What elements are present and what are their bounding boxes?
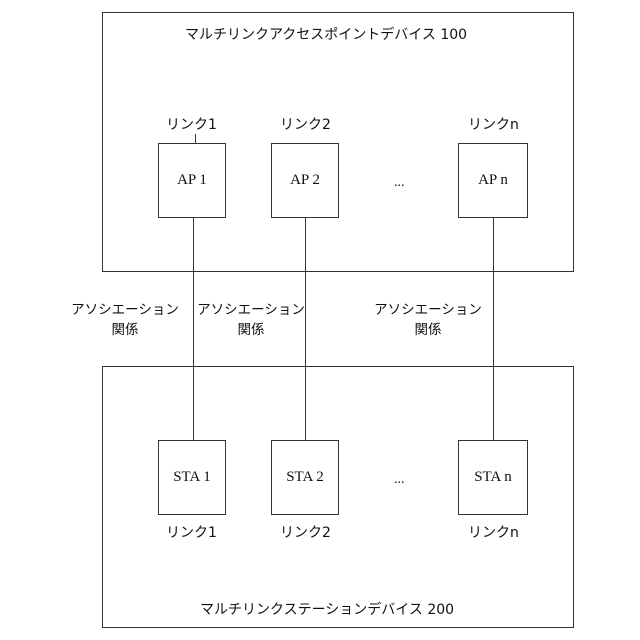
ap-node-2: AP 2 [271, 143, 339, 218]
ap-link-label-1: リンク1 [166, 118, 217, 132]
ap-ellipsis: ... [394, 176, 405, 190]
association-label-n-line1: アソシエーション [366, 301, 490, 321]
sta-link-label-n: リンクn [468, 526, 519, 540]
ap-device-title: マルチリンクアクセスポイントデバイス 100 [185, 28, 467, 42]
ap-device-frame [102, 12, 574, 272]
sta-link-label-2: リンク2 [280, 526, 331, 540]
association-label-1: アソシエーション 関係 [60, 301, 190, 340]
association-label-1-line2: 関係 [60, 321, 190, 341]
association-label-n: アソシエーション 関係 [366, 301, 490, 340]
sta-ellipsis: ... [394, 473, 405, 487]
ap-link-label-n: リンクn [468, 118, 519, 132]
association-label-2-line2: 関係 [196, 321, 306, 341]
association-label-2: アソシエーション 関係 [196, 301, 306, 340]
sta-node-n: STA n [458, 440, 528, 515]
sta-node-2: STA 2 [271, 440, 339, 515]
sta-node-1: STA 1 [158, 440, 226, 515]
sta-device-title: マルチリンクステーションデバイス 200 [200, 603, 454, 617]
ap-node-1: AP 1 [158, 143, 226, 218]
association-line-1 [193, 218, 194, 440]
sta-link-label-1: リンク1 [166, 526, 217, 540]
association-line-n [493, 218, 494, 440]
ap-node-n: AP n [458, 143, 528, 218]
association-label-n-line2: 関係 [366, 321, 490, 341]
association-label-2-line1: アソシエーション [196, 301, 306, 321]
association-label-1-line1: アソシエーション [60, 301, 190, 321]
ap-link-label-2: リンク2 [280, 118, 331, 132]
association-line-2 [305, 218, 306, 440]
